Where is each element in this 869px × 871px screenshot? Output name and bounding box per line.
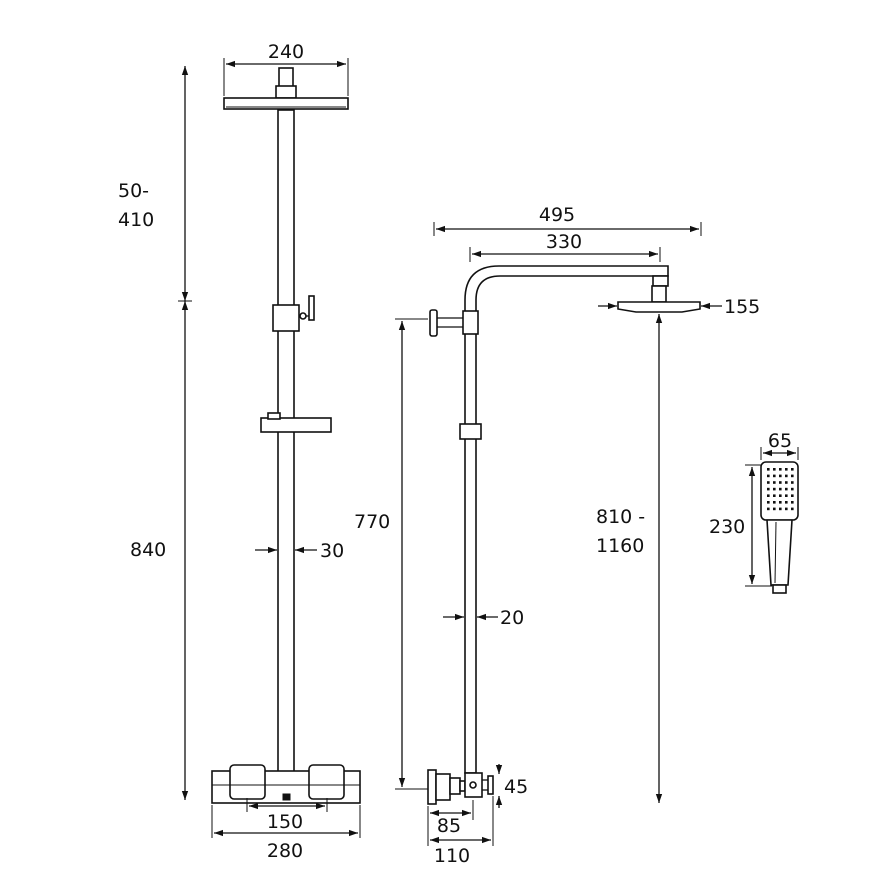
spray-nozzle xyxy=(773,474,776,478)
front-head-connector xyxy=(278,67,294,89)
spray-nozzle xyxy=(785,487,788,491)
spray-nozzle xyxy=(791,494,794,497)
spray-nozzle xyxy=(773,494,776,497)
front-shower-head xyxy=(223,97,349,110)
dim-side-bracket-height: 770 xyxy=(354,511,390,533)
spray-nozzle xyxy=(767,501,770,504)
dim-side-arm-length: 330 xyxy=(546,231,582,253)
spray-nozzle xyxy=(791,487,794,491)
spray-nozzle xyxy=(791,468,794,471)
spray-nozzle xyxy=(773,507,776,511)
spray-nozzle xyxy=(779,487,782,491)
dim-side-head-height-1: 810 - xyxy=(596,506,645,528)
spray-nozzle xyxy=(791,474,794,478)
handset-view: 65 230 xyxy=(709,430,799,594)
spray-nozzle xyxy=(785,474,788,478)
spray-nozzle xyxy=(779,481,782,484)
handset-head xyxy=(760,461,799,521)
dim-front-valve-width: 280 xyxy=(267,840,303,862)
front-riser-collar xyxy=(272,304,300,332)
front-valve-control-right xyxy=(308,764,345,800)
handset-spray-nozzles xyxy=(767,468,794,511)
spray-nozzle xyxy=(773,468,776,471)
side-wall-bracket-collar xyxy=(462,310,479,335)
dim-front-height: 840 xyxy=(130,539,166,561)
spray-nozzle xyxy=(767,481,770,484)
spray-nozzle xyxy=(785,507,788,511)
front-view: 240 50- 410 840 30 150 280 xyxy=(118,41,361,862)
front-head-connector-base xyxy=(275,85,297,99)
dim-front-pipe-diameter: 30 xyxy=(320,540,344,562)
front-handset-holder xyxy=(260,417,332,433)
front-riser-pipe xyxy=(277,109,295,773)
side-view: 495 330 155 770 810 - 1160 20 45 85 xyxy=(354,204,760,867)
spray-nozzle xyxy=(773,481,776,484)
spray-nozzle xyxy=(791,507,794,511)
spray-nozzle xyxy=(785,501,788,504)
dim-front-head-width: 240 xyxy=(268,41,304,63)
side-valve-body xyxy=(435,773,451,801)
dim-side-head-depth: 155 xyxy=(724,296,760,318)
spray-nozzle xyxy=(779,468,782,471)
spray-nozzle xyxy=(773,487,776,491)
dim-side-projection-2: 110 xyxy=(434,845,470,867)
front-valve-control-left xyxy=(229,764,266,800)
spray-nozzle xyxy=(785,468,788,471)
dim-handset-width: 65 xyxy=(768,430,792,452)
dim-front-riser-adjust-2: 410 xyxy=(118,209,154,231)
spray-nozzle xyxy=(785,494,788,497)
spray-nozzle xyxy=(767,474,770,478)
spray-nozzle xyxy=(767,487,770,491)
handset-hose-connector xyxy=(772,584,787,594)
dim-front-riser-adjust-1: 50- xyxy=(118,180,149,202)
dim-side-arm-reach: 495 xyxy=(539,204,575,226)
spray-nozzle xyxy=(791,481,794,484)
handset-handle xyxy=(766,519,793,586)
dim-side-projection-1: 85 xyxy=(437,815,461,837)
side-shower-head xyxy=(617,301,701,313)
side-wall-bracket-plate xyxy=(429,309,438,337)
spray-nozzle xyxy=(779,507,782,511)
dim-side-head-height-2: 1160 xyxy=(596,535,644,557)
dim-handset-length: 230 xyxy=(709,516,745,538)
spray-nozzle xyxy=(785,481,788,484)
dim-side-inlet-height: 45 xyxy=(504,776,528,798)
dim-front-inlet-centres: 150 xyxy=(267,811,303,833)
side-handset-holder xyxy=(459,423,482,440)
spray-nozzle xyxy=(767,507,770,511)
spray-nozzle xyxy=(779,494,782,497)
dim-side-pipe-diameter: 20 xyxy=(500,607,524,629)
spray-nozzle xyxy=(779,474,782,478)
side-riser-pipe xyxy=(464,332,477,774)
spray-nozzle xyxy=(773,501,776,504)
side-valve-plate xyxy=(427,769,437,805)
spray-nozzle xyxy=(767,468,770,471)
spray-nozzle xyxy=(779,501,782,504)
spray-nozzle xyxy=(791,501,794,504)
spray-nozzle xyxy=(767,494,770,497)
